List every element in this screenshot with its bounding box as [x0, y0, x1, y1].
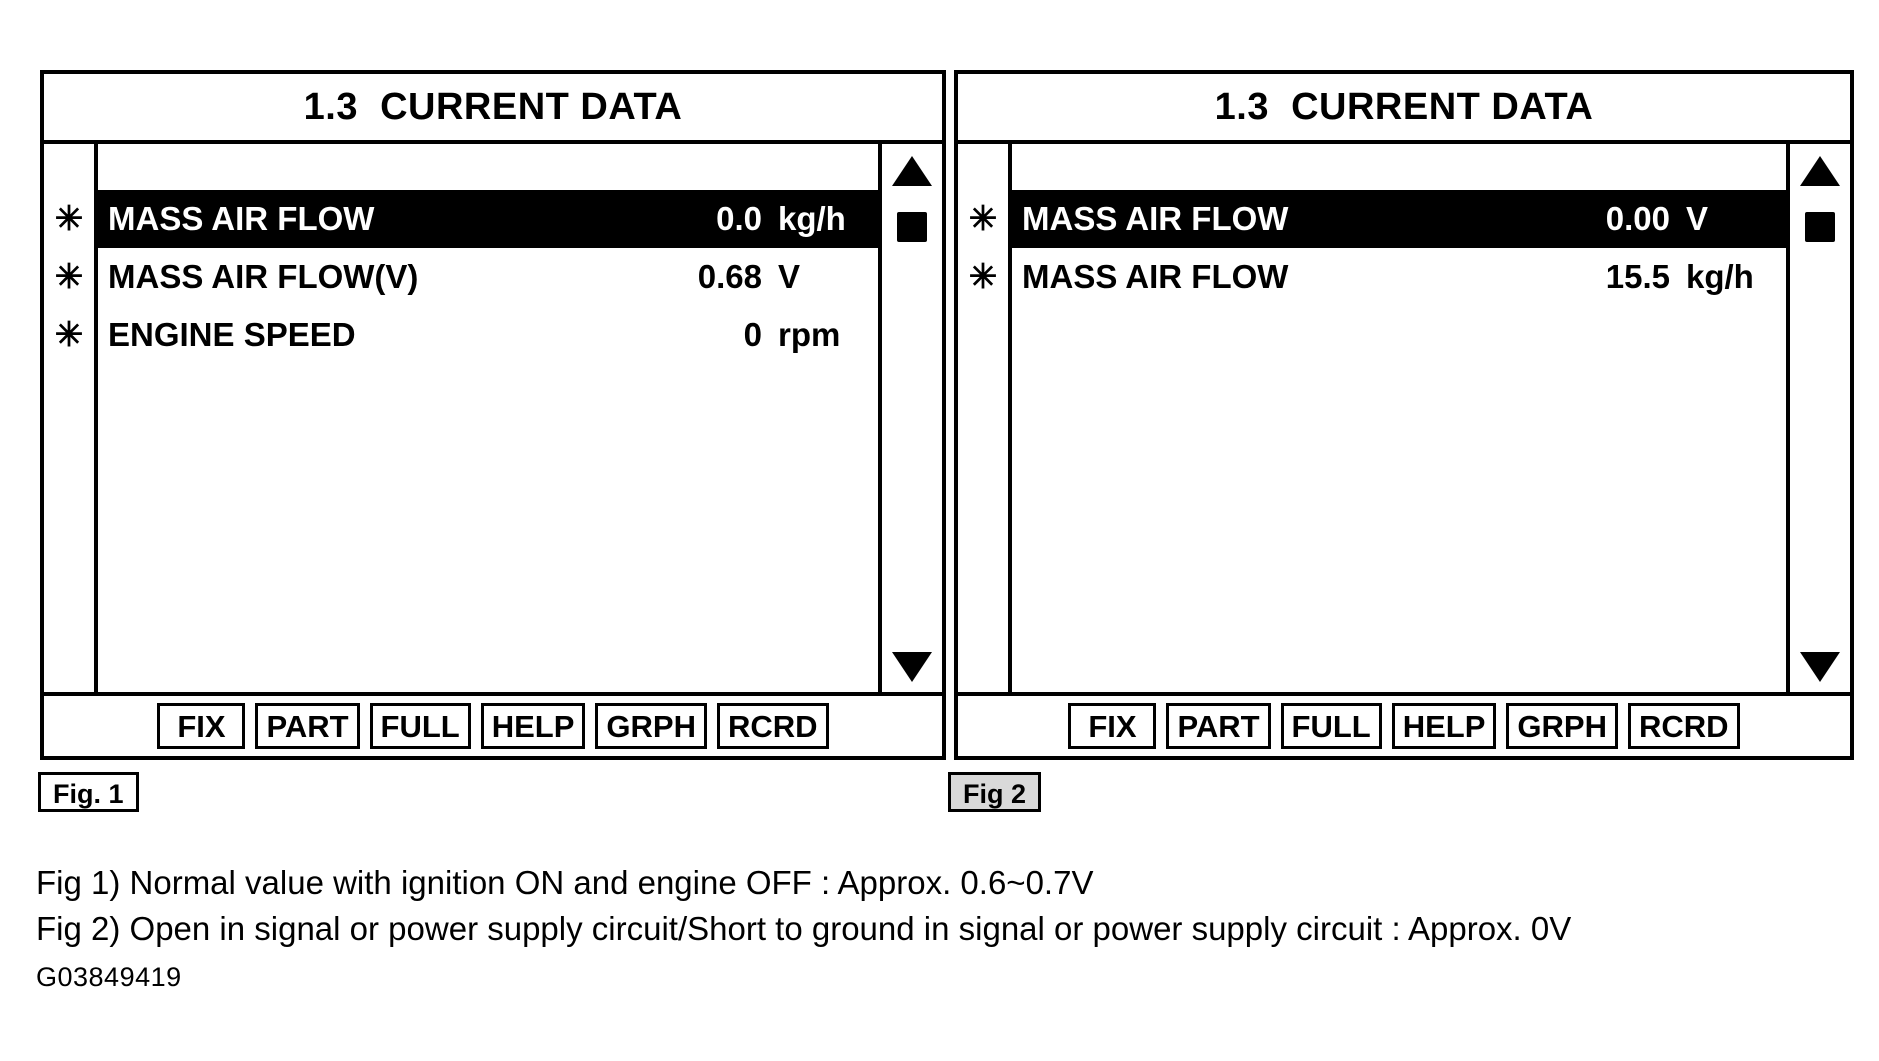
fix-button[interactable]: FIX	[1068, 703, 1157, 749]
rcrd-button[interactable]: RCRD	[717, 703, 829, 749]
data-row[interactable]: MASS AIR FLOW 15.5 kg/h	[1012, 248, 1786, 306]
data-row-value: 0.68	[697, 258, 762, 295]
data-row-label: MASS AIR FLOW	[1022, 200, 1289, 237]
asterisk-icon: ✳	[968, 200, 998, 238]
help-button[interactable]: HELP	[1391, 703, 1497, 749]
fig-tag-2: Fig 2	[948, 772, 1042, 812]
data-row-value: 0	[743, 316, 762, 353]
scrollbar-fig2[interactable]	[1786, 144, 1850, 692]
asterisk-icon: ✳	[54, 316, 84, 354]
caption-block: Fig 1) Normal value with ignition ON and…	[36, 860, 1836, 952]
grph-button[interactable]: GRPH	[1506, 703, 1618, 749]
scroll-down-arrow-icon[interactable]	[892, 652, 932, 682]
scan-panel-fig1: 1.3 CURRENT DATA ✳ ✳ ✳ MASS AIR FLOW 0.0…	[40, 70, 946, 760]
fix-button[interactable]: FIX	[157, 703, 246, 749]
fig-tag-1: Fig. 1	[38, 772, 139, 812]
function-button-bar-fig2: FIX PART FULL HELP GRPH RCRD	[958, 692, 1850, 756]
scrollbar-fig1[interactable]	[878, 144, 942, 692]
full-button[interactable]: FULL	[1280, 703, 1382, 749]
asterisk-icon: ✳	[968, 258, 998, 296]
data-row-label: MASS AIR FLOW	[108, 200, 375, 237]
part-button[interactable]: PART	[255, 703, 360, 749]
help-button[interactable]: HELP	[480, 703, 586, 749]
rcrd-button[interactable]: RCRD	[1628, 703, 1740, 749]
data-row-label: MASS AIR FLOW(V)	[108, 258, 419, 295]
scroll-up-arrow-icon[interactable]	[1800, 156, 1840, 186]
data-row-value: 0.0	[716, 200, 762, 237]
scan-tool-panels: 1.3 CURRENT DATA ✳ ✳ ✳ MASS AIR FLOW 0.0…	[40, 70, 1866, 760]
panel-title-fig1: 1.3 CURRENT DATA	[44, 74, 942, 144]
part-button[interactable]: PART	[1166, 703, 1271, 749]
data-row-unit: kg/h	[778, 200, 846, 237]
scrollbar-thumb[interactable]	[1805, 212, 1835, 242]
image-id-label: G03849419	[36, 962, 182, 992]
full-button[interactable]: FULL	[369, 703, 471, 749]
data-row-value: 15.5	[1605, 258, 1670, 295]
data-row-label: ENGINE SPEED	[108, 316, 356, 353]
scroll-down-arrow-icon[interactable]	[1800, 652, 1840, 682]
data-row-unit: V	[778, 258, 801, 295]
data-row[interactable]: MASS AIR FLOW 0.00 V	[1012, 190, 1786, 248]
data-row-label: MASS AIR FLOW	[1022, 258, 1289, 295]
data-row-unit: kg/h	[1686, 258, 1754, 295]
panel-body-fig2: ✳ ✳ MASS AIR FLOW 0.00 V MASS AIR FLOW 1…	[958, 144, 1850, 692]
marker-gutter-fig2: ✳ ✳	[958, 144, 1012, 692]
scan-panel-fig2: 1.3 CURRENT DATA ✳ ✳ MASS AIR FLOW 0.00 …	[954, 70, 1854, 760]
data-row-value: 0.00	[1605, 200, 1670, 237]
data-row[interactable]: ENGINE SPEED 0 rpm	[98, 306, 878, 364]
caption-line-1: Fig 1) Normal value with ignition ON and…	[36, 864, 1094, 901]
data-list-fig1: MASS AIR FLOW 0.0 kg/h MASS AIR FLOW(V) …	[98, 144, 878, 692]
function-button-bar-fig1: FIX PART FULL HELP GRPH RCRD	[44, 692, 942, 756]
asterisk-icon: ✳	[54, 200, 84, 238]
data-list-fig2: MASS AIR FLOW 0.00 V MASS AIR FLOW 15.5 …	[1012, 144, 1786, 692]
caption-line-2: Fig 2) Open in signal or power supply ci…	[36, 910, 1572, 947]
data-row-unit: V	[1686, 200, 1709, 237]
panel-title-fig2: 1.3 CURRENT DATA	[958, 74, 1850, 144]
grph-button[interactable]: GRPH	[595, 703, 707, 749]
marker-gutter-fig1: ✳ ✳ ✳	[44, 144, 98, 692]
asterisk-icon: ✳	[54, 258, 84, 296]
scrollbar-thumb[interactable]	[897, 212, 927, 242]
data-row[interactable]: MASS AIR FLOW(V) 0.68 V	[98, 248, 878, 306]
data-row-unit: rpm	[778, 316, 841, 353]
panel-body-fig1: ✳ ✳ ✳ MASS AIR FLOW 0.0 kg/h MASS AIR FL…	[44, 144, 942, 692]
data-row[interactable]: MASS AIR FLOW 0.0 kg/h	[98, 190, 878, 248]
scroll-up-arrow-icon[interactable]	[892, 156, 932, 186]
